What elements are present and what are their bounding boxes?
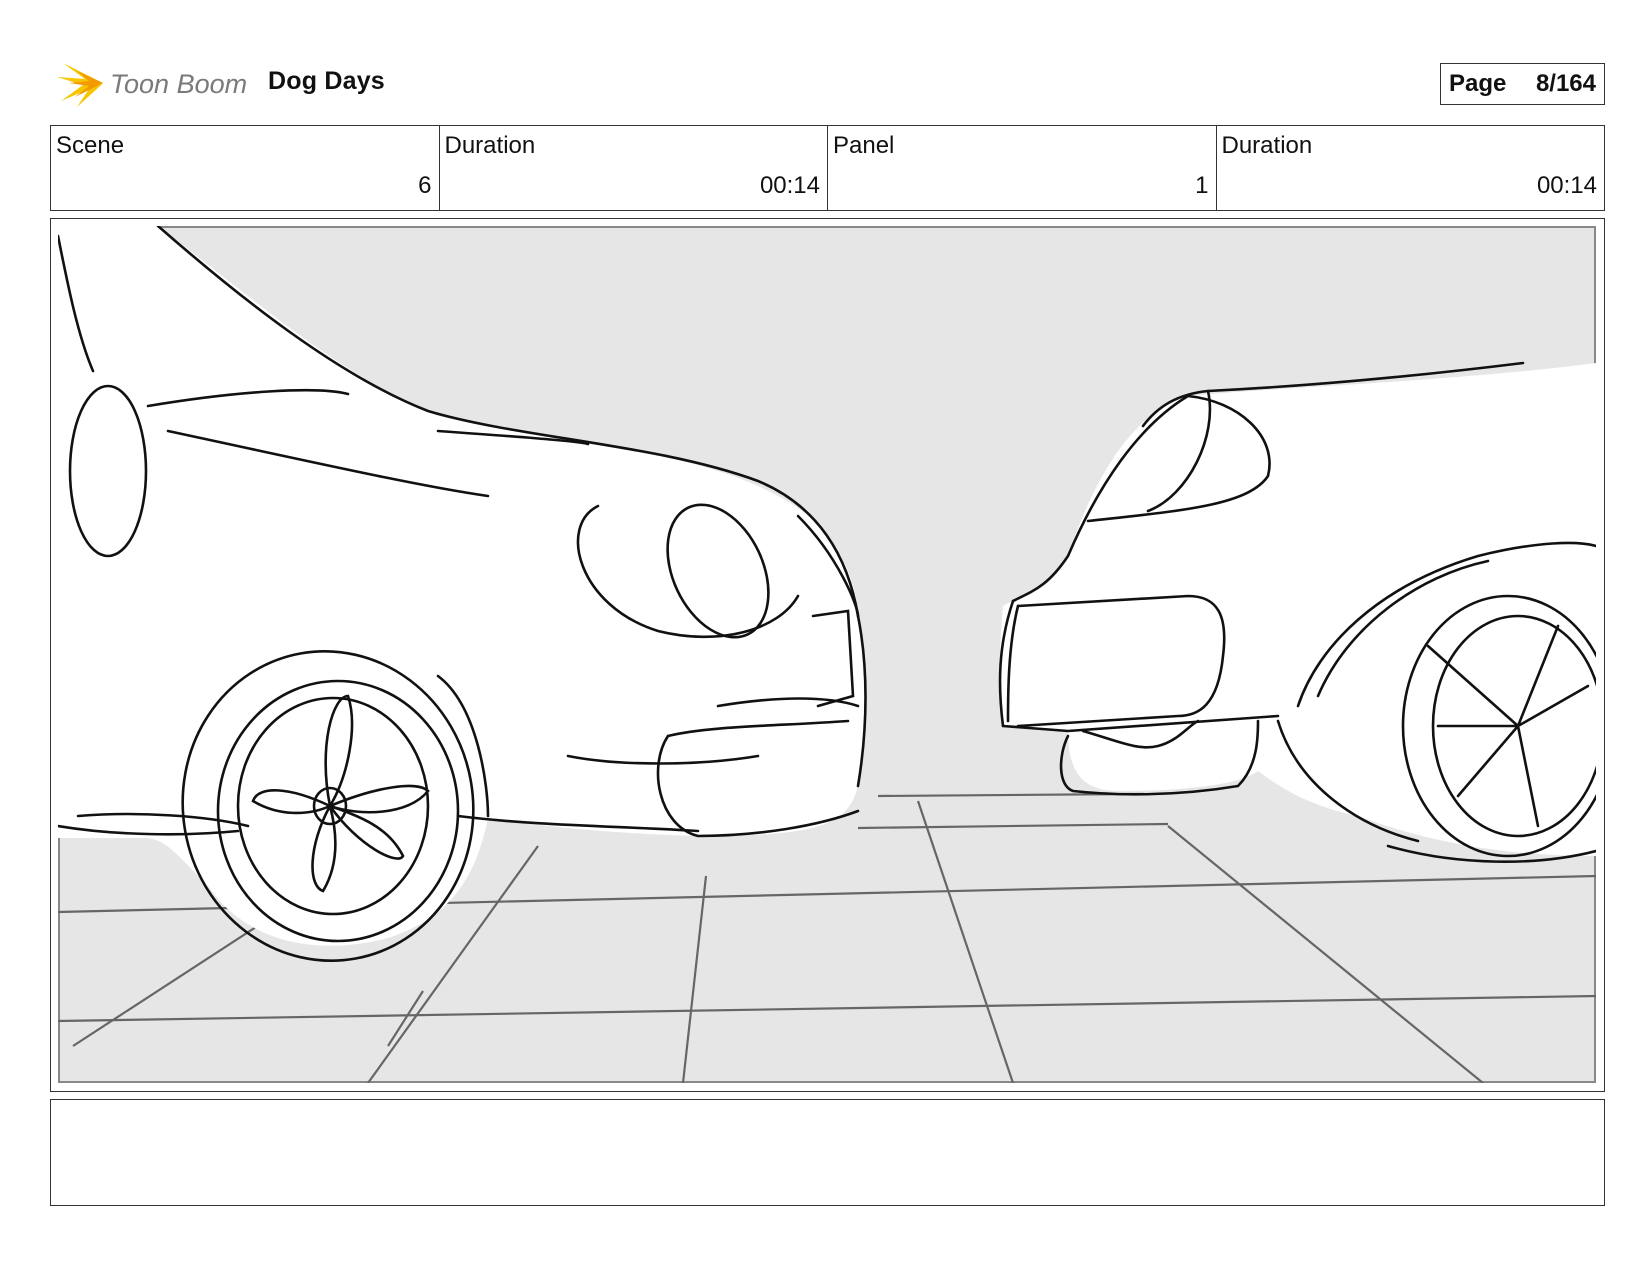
page-label: Page (1449, 70, 1507, 97)
scene-duration-value: 00:14 (759, 172, 820, 199)
left-car (58, 226, 867, 963)
storyboard-panel (50, 218, 1605, 1092)
panel-cell: Panel 1 (828, 126, 1217, 210)
panel-duration-cell: Duration 00:14 (1217, 126, 1605, 210)
page-header: Toon Boom Dog Days Page 8/164 (50, 55, 1605, 111)
project-title: Dog Days (268, 67, 385, 95)
panel-value: 1 (1195, 172, 1209, 199)
left-car-wheel (181, 649, 475, 963)
toon-boom-logo: Toon Boom (57, 63, 247, 107)
logo-star-icon (57, 63, 103, 107)
page-indicator: Page 8/164 (1440, 63, 1605, 105)
right-car (998, 361, 1596, 863)
panel-label: Panel (833, 132, 895, 159)
page-number: 8/164 (1535, 70, 1596, 97)
svg-text:Toon Boom: Toon Boom (110, 69, 247, 99)
panel-duration-value: 00:14 (1536, 172, 1597, 199)
storyboard-sketch-image (58, 226, 1596, 1083)
scene-duration-label: Duration (444, 132, 536, 159)
scene-cell: Scene 6 (51, 126, 440, 210)
scene-label: Scene (56, 132, 125, 159)
panel-notes-box (50, 1099, 1605, 1206)
scene-value: 6 (418, 172, 432, 199)
scene-duration-cell: Duration 00:14 (440, 126, 828, 210)
panel-duration-label: Duration (1221, 132, 1313, 159)
panel-info-row: Scene 6 Duration 00:14 Panel 1 Duration … (50, 125, 1605, 211)
